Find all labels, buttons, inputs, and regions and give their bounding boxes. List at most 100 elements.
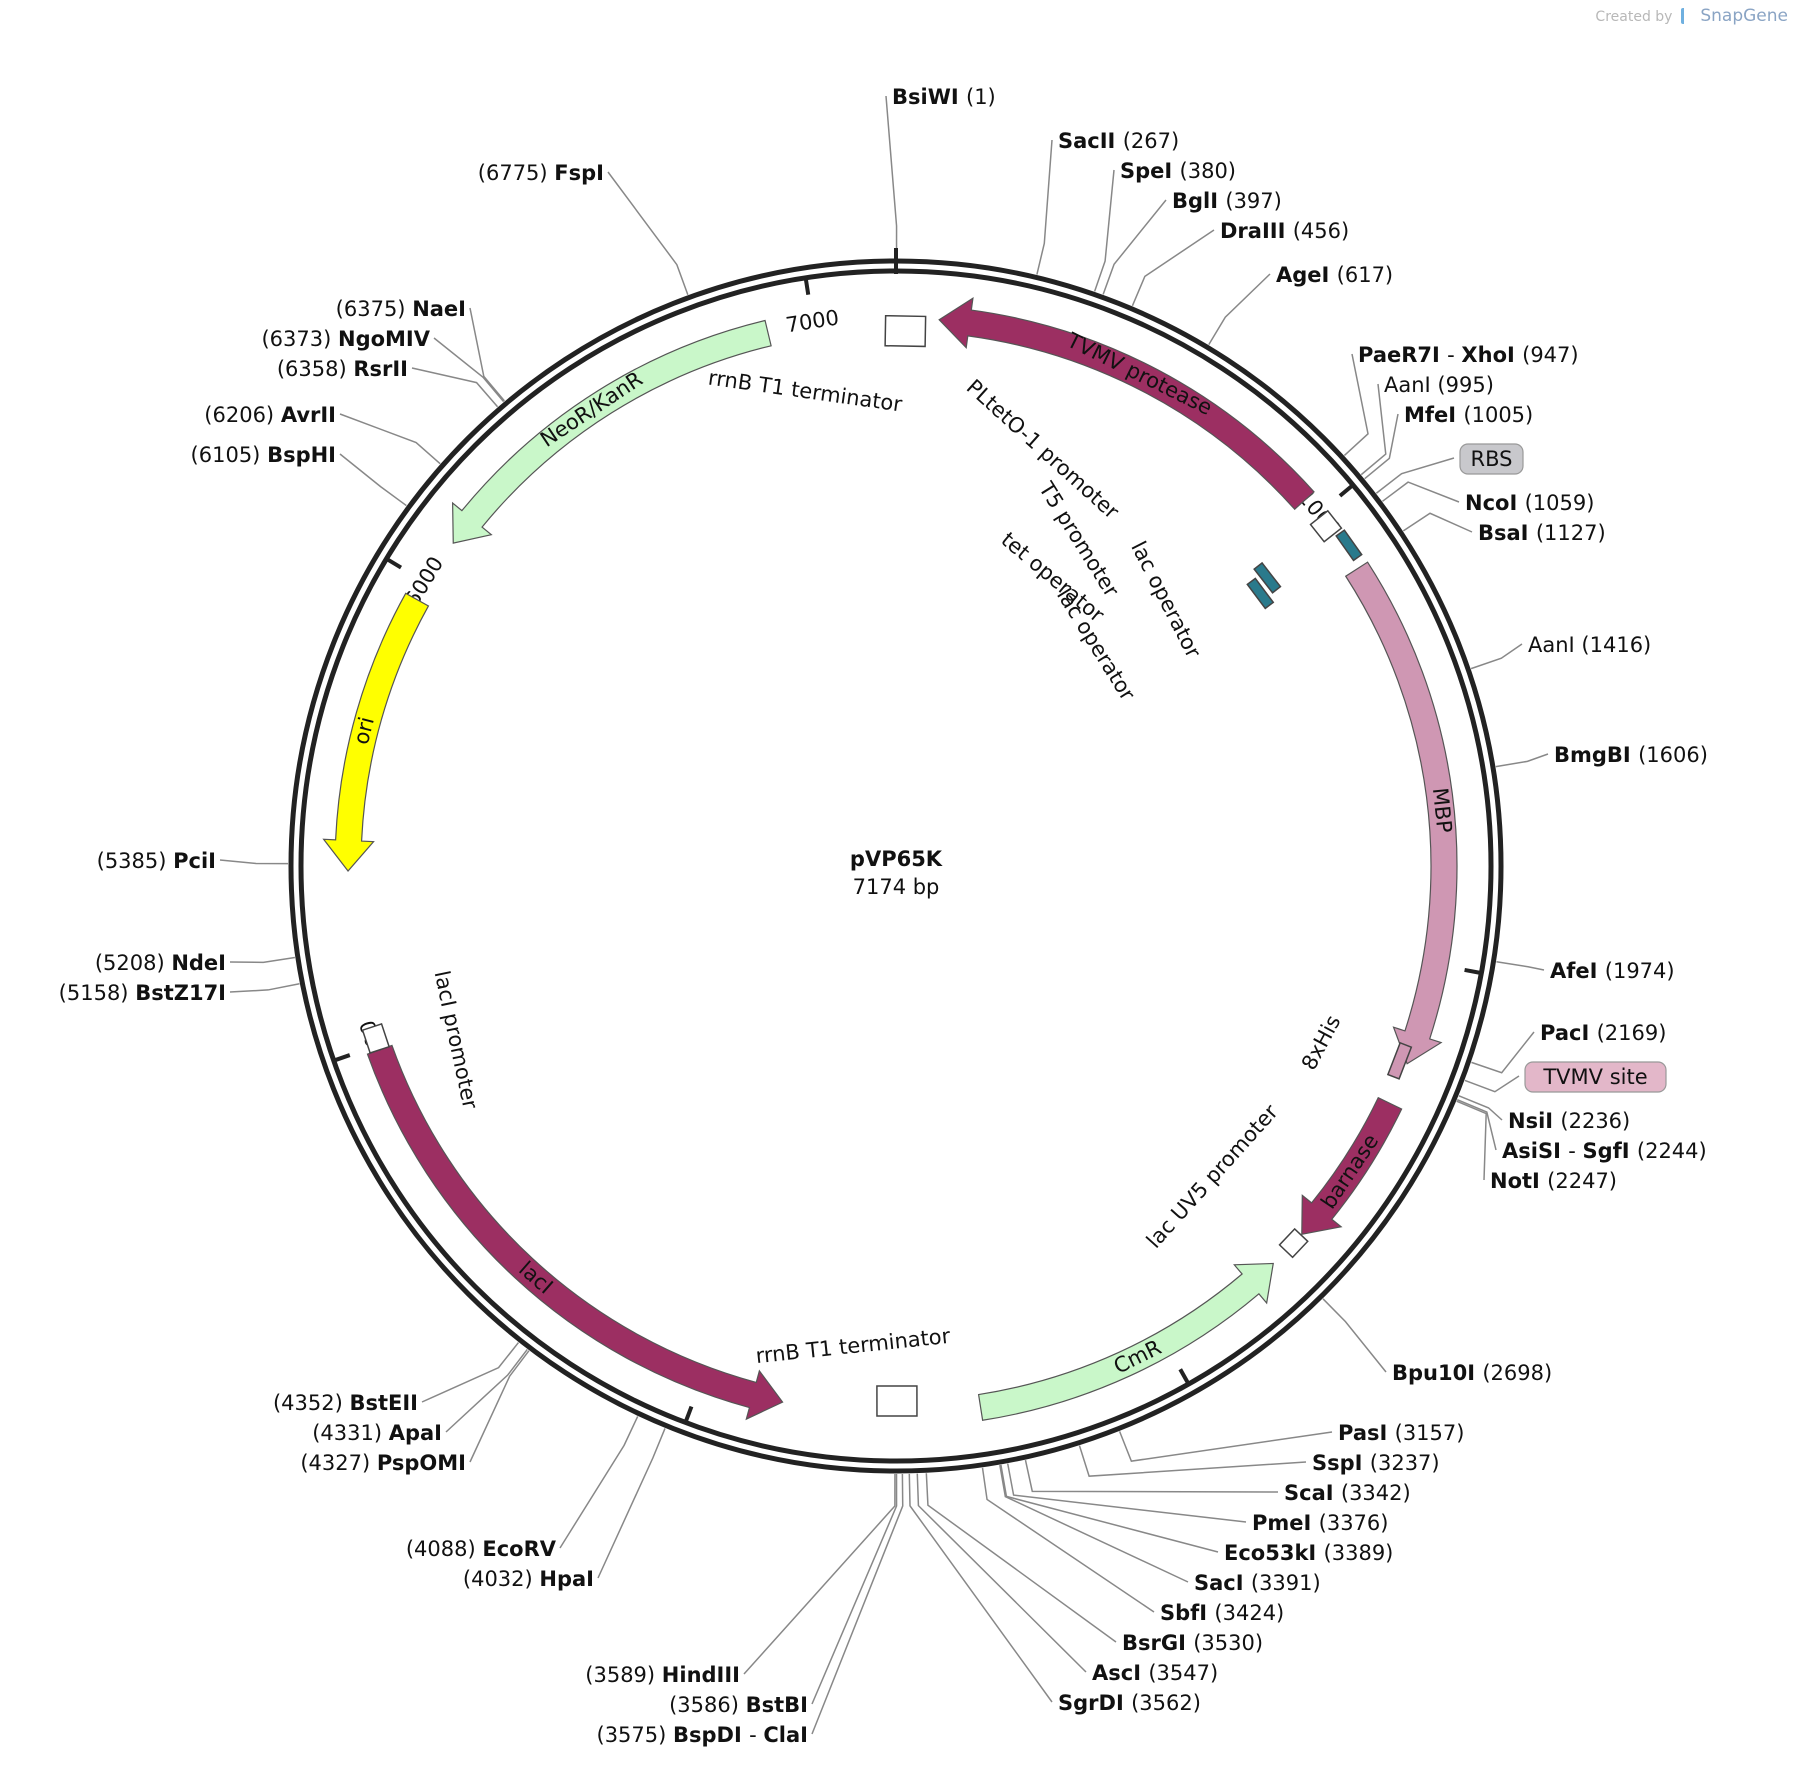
site-pos: (5385) — [97, 849, 174, 873]
site-label-bgli: BglI (397) — [1172, 189, 1282, 213]
site-bsiwi-0: BsiWI (1) — [892, 85, 996, 109]
site-name: AanI — [1384, 373, 1437, 397]
feature-text-lac-operator-3: lac operator — [1126, 537, 1205, 662]
site-label-rsrii: (6358) RsrII — [277, 357, 408, 381]
feature-arrow-laci — [366, 1044, 784, 1421]
site-pos: (6375) — [336, 297, 413, 321]
site-name: SbfI — [1160, 1601, 1214, 1625]
site-label-asisi: AsiSI - SgfI (2244) — [1502, 1139, 1707, 1163]
site-label-hindiii: (3589) HindIII — [585, 1663, 740, 1687]
site-name: HindIII — [662, 1663, 740, 1687]
tick-mark-4000 — [683, 1405, 694, 1423]
site-name: PaeR7I — [1358, 343, 1447, 367]
site-label-clai: (3575) BspDI - ClaI — [597, 1723, 809, 1747]
site-label-ndei: (5208) NdeI — [95, 951, 226, 975]
site-pos: (4327) — [300, 1451, 377, 1475]
site-label-pspomi: (4327) PspOMI — [300, 1451, 466, 1475]
site-name: BspHI — [267, 443, 336, 467]
site-badge-tvmv-site — [1524, 1061, 1667, 1093]
site-tvmv-site-16: TVMV site — [1524, 1061, 1667, 1093]
site-bsphi-42: (6105) BspHI — [191, 443, 336, 467]
site-apai-37: (4331) ApaI — [312, 1421, 442, 1445]
leader-line-mfei-8 — [1364, 413, 1399, 480]
leader-line-ncoi-10 — [1382, 481, 1460, 503]
site-label-bpu10i: Bpu10I (2698) — [1392, 1361, 1552, 1385]
leader-line-bsrgi-28 — [925, 1473, 1117, 1643]
site-saci-26: SacI (3391) — [1194, 1571, 1321, 1595]
site-label-noti: NotI (2247) — [1490, 1169, 1617, 1193]
snapgene-credit: Created by SnapGene — [1595, 6, 1788, 26]
site-pos: (4352) — [273, 1391, 350, 1415]
leader-line-avrii-43 — [339, 413, 441, 465]
site-name: FspI — [554, 161, 604, 185]
site-name: HpaI — [539, 1567, 594, 1591]
site-pos: (456) — [1293, 219, 1349, 243]
site-pos: (995) — [1437, 373, 1493, 397]
site-name: RsrII — [353, 357, 408, 381]
promoter-arrow-2 — [1278, 1227, 1309, 1259]
site-afei-14: AfeI (1974) — [1550, 959, 1675, 983]
leader-line-pcii-41 — [219, 859, 289, 865]
leader-line-aani-7 — [1360, 383, 1387, 476]
leader-line-spei-2 — [1093, 169, 1115, 292]
site-pos: (6206) — [204, 403, 281, 427]
site-spei-2: SpeI (380) — [1120, 159, 1236, 183]
site-name: BsaI — [1478, 521, 1536, 545]
site-label-naei: (6375) NaeI — [336, 297, 466, 321]
feature-text-rrnb-t1-terminator-0: rrnB T1 terminator — [707, 366, 904, 417]
site-rsrii-44: (6358) RsrII — [277, 357, 408, 381]
site-badge-rbs — [1459, 443, 1524, 475]
credit-brand: SnapGene — [1700, 6, 1788, 26]
site-ncoi-10: NcoI (1059) — [1465, 491, 1594, 515]
site-mfei-8: MfeI (1005) — [1404, 403, 1533, 427]
site-asci-29: AscI (3547) — [1092, 1661, 1218, 1685]
site-sbfi-27: SbfI (3424) — [1160, 1601, 1284, 1625]
site-sgrdi-30: SgrDI (3562) — [1058, 1691, 1201, 1715]
site-pos: (6358) — [277, 357, 354, 381]
terminator-box-2 — [876, 1385, 918, 1417]
snapgene-logo-icon — [1680, 8, 1692, 24]
site-pos: (6775) — [478, 161, 555, 185]
site-pos: (3562) — [1131, 1691, 1201, 1715]
plasmid-name: pVP65K — [850, 847, 943, 871]
site-label-bsai: BsaI (1127) — [1478, 521, 1606, 545]
site-name: BsrGI — [1122, 1631, 1193, 1655]
site-pos: (1005) — [1463, 403, 1533, 427]
site-name: BmgBI — [1554, 743, 1638, 767]
site-name: PasI — [1338, 1421, 1395, 1445]
feature-text-lac-uv5-promoter-7: lac UV5 promoter — [1142, 1100, 1283, 1253]
site-label-bsiwi: BsiWI (1) — [892, 85, 996, 109]
site-name: SspI — [1312, 1451, 1370, 1475]
site-name: DraIII — [1220, 219, 1293, 243]
tick-mark-7000 — [803, 278, 811, 296]
site-pos: (6373) — [261, 327, 338, 351]
site-aani-12: AanI (1416) — [1528, 633, 1651, 657]
leader-line-agei-5 — [1208, 273, 1271, 346]
site-name: BstBI — [746, 1693, 808, 1717]
site-name: BstEII — [349, 1391, 418, 1415]
site-pos: (6105) — [191, 443, 268, 467]
site-noti-19: NotI (2247) — [1490, 1169, 1617, 1193]
leader-line-sbfi-27 — [981, 1467, 1155, 1613]
site-aani-7: AanI (995) — [1384, 373, 1494, 397]
site-label-bsphi: (6105) BspHI — [191, 443, 336, 467]
terminator-box-1 — [884, 314, 927, 348]
site-pos: (380) — [1180, 159, 1236, 183]
site-label-mfei: MfeI (1005) — [1404, 403, 1533, 427]
his-tag-box — [1386, 1041, 1413, 1080]
site-asisi-18: AsiSI - SgfI (2244) — [1502, 1139, 1707, 1163]
site-pos: (3342) — [1341, 1481, 1411, 1505]
site-name: NcoI — [1465, 491, 1525, 515]
site-nsii-17: NsiI (2236) — [1508, 1109, 1630, 1133]
feature-text-laci-promoter-9: lacI promoter — [430, 969, 483, 1112]
site-label-agei: AgeI (617) — [1276, 263, 1393, 287]
site-label-ecorv: (4088) EcoRV — [406, 1537, 557, 1561]
site-pos: (3389) — [1324, 1541, 1394, 1565]
leader-line-hindiii-33 — [743, 1473, 896, 1675]
site-name: NaeI — [412, 297, 466, 321]
site-label-bstz17i: (5158) BstZ17I — [59, 981, 226, 1005]
site-draiii-4: DraIII (456) — [1220, 219, 1349, 243]
leader-line-sgrdi-30 — [908, 1473, 1053, 1703]
tick-mark-2000 — [1464, 967, 1481, 975]
site-pos: (3575) — [597, 1723, 674, 1747]
